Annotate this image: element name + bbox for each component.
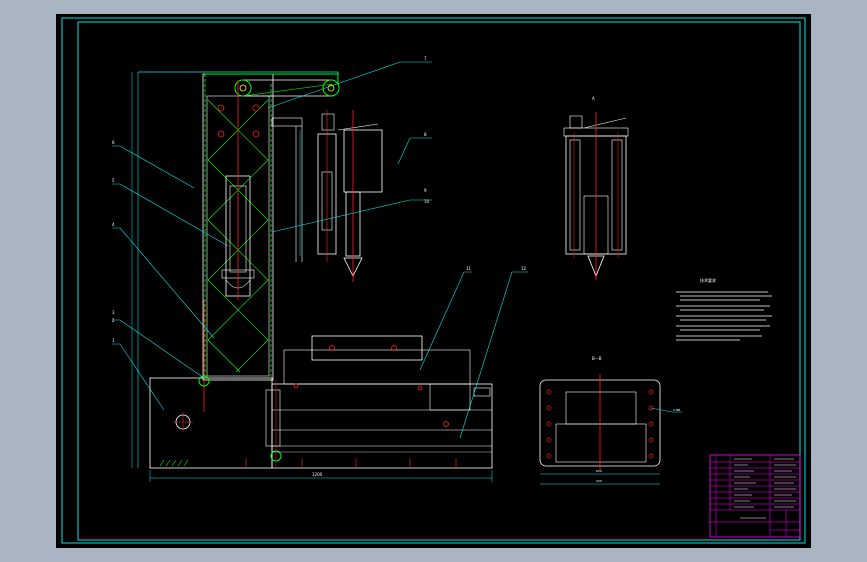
base-view-label: B—B xyxy=(592,356,602,361)
drawing-sheet xyxy=(56,14,811,548)
leader-number-9: 9 xyxy=(424,188,427,193)
title-block xyxy=(709,454,801,538)
leader-lines xyxy=(112,61,528,439)
leader-number-11: 11 xyxy=(466,266,472,271)
outer-frame xyxy=(61,17,806,544)
leader-number-8: 8 xyxy=(424,132,427,137)
leader-number-10: 10 xyxy=(424,199,430,204)
overall-length-dimension: 1200 xyxy=(312,472,323,477)
leader-number-6: 6 xyxy=(112,140,115,145)
front-view: 1200 xyxy=(131,71,493,482)
base-depth-dimension: 200 xyxy=(596,479,602,483)
leader-number-2: 2 xyxy=(112,318,115,323)
base-width-dimension: 600 xyxy=(596,469,602,473)
leader-number-7: 7 xyxy=(424,56,427,61)
leader-numbers: 7 8 9 10 11 12 6 5 4 3 2 1 xyxy=(112,56,527,343)
leader-number-1: 1 xyxy=(112,338,115,343)
leader-number-5: 5 xyxy=(112,178,115,183)
inner-frame xyxy=(77,21,801,541)
leader-number-3: 3 xyxy=(112,310,115,315)
leader-number-4: 4 xyxy=(112,222,115,227)
base-view: B—B 2-Φ8 600 200 xyxy=(539,356,682,485)
base-callout: 2-Φ8 xyxy=(673,408,680,412)
side-view: A xyxy=(563,96,629,280)
leader-number-12: 12 xyxy=(521,266,527,271)
notes-heading: 技术要求 xyxy=(700,277,716,283)
technical-notes: 技术要求 xyxy=(676,277,772,341)
side-view-label: A xyxy=(592,96,595,101)
